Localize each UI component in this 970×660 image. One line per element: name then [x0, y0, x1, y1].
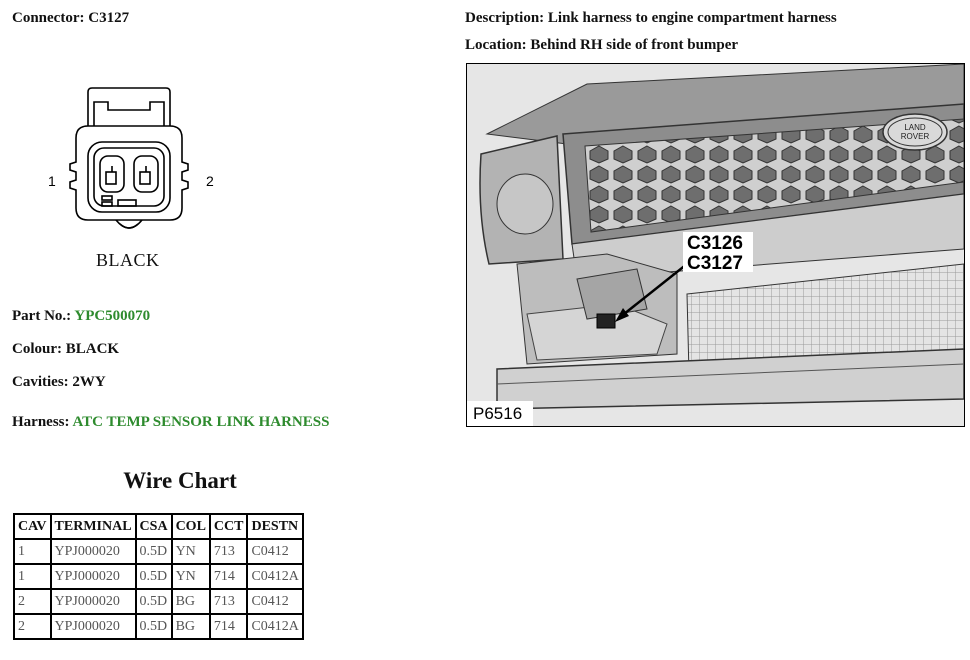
colour-value: BLACK [65, 341, 120, 357]
cell-cav: 1 [13, 538, 52, 565]
cell-destn: C0412 [246, 588, 304, 615]
location-image: LAND ROVER C3126 C3127 P6516 [466, 63, 965, 427]
cell-col: YN [170, 563, 211, 590]
cell-destn: C0412 [246, 538, 304, 565]
part-no-label: Part No.: [12, 308, 72, 324]
cell-terminal: YPJ000020 [49, 588, 137, 615]
cell-csa: 0.5D [134, 588, 173, 615]
cell-col: BG [170, 588, 211, 615]
cavities-value: 2WY [72, 374, 106, 390]
connector-line: Connector: C3127 [12, 10, 129, 27]
table-row: 1 YPJ000020 0.5D YN 713 C0412 [13, 538, 304, 565]
cell-csa: 0.5D [134, 613, 173, 640]
header-destn: DESTN [246, 513, 304, 540]
figure-id: P6516 [473, 404, 522, 423]
harness-line: Harness: ATC TEMP SENSOR LINK HARNESS [12, 414, 329, 431]
cell-cav: 2 [13, 613, 52, 640]
cell-cav: 2 [13, 588, 52, 615]
badge-text-line2: ROVER [901, 132, 930, 141]
cell-destn: C0412A [246, 563, 304, 590]
table-row: 2 YPJ000020 0.5D BG 714 C0412A [13, 613, 304, 640]
cell-cct: 714 [208, 563, 249, 590]
cell-destn: C0412A [246, 613, 304, 640]
part-no-line: Part No.: YPC500070 [12, 308, 150, 325]
header-col: COL [170, 513, 211, 540]
connector-value: C3127 [88, 10, 130, 26]
cell-cct: 713 [208, 588, 249, 615]
pin-1-label: 1 [48, 173, 56, 189]
header-csa: CSA [134, 513, 173, 540]
harness-label: Harness: [12, 414, 70, 430]
pin-2-label: 2 [206, 173, 214, 189]
location-label: Location: [465, 37, 527, 53]
table-row: 1 YPJ000020 0.5D YN 714 C0412A [13, 563, 304, 590]
connector-in-photo [596, 313, 616, 329]
part-no-link[interactable]: YPC500070 [74, 308, 151, 324]
cell-cct: 713 [208, 538, 249, 565]
cell-terminal: YPJ000020 [49, 538, 137, 565]
cell-col: BG [170, 613, 211, 640]
description-line: Description: Link harness to engine comp… [465, 10, 837, 27]
callout-c3126: C3126 [687, 233, 743, 254]
wire-chart-table: CAV TERMINAL CSA COL CCT DESTN 1 YPJ0000… [13, 513, 304, 640]
header-cct: CCT [208, 513, 249, 540]
drawing-caption: BLACK [96, 250, 160, 270]
header-terminal: TERMINAL [49, 513, 137, 540]
cavities-line: Cavities: 2WY [12, 374, 106, 391]
wire-chart-title: Wire Chart [123, 468, 237, 493]
table-row: 2 YPJ000020 0.5D BG 713 C0412 [13, 588, 304, 615]
cell-csa: 0.5D [134, 538, 173, 565]
description-value: Link harness to engine compartment harne… [547, 10, 837, 26]
callout-arrow [618, 263, 688, 319]
location-value: Behind RH side of front bumper [530, 37, 739, 53]
cell-cct: 714 [208, 613, 249, 640]
cell-csa: 0.5D [134, 563, 173, 590]
badge-text-line1: LAND [904, 123, 926, 132]
connector-drawing: 1 2 [40, 82, 230, 257]
connector-label: Connector: [12, 10, 85, 26]
description-label: Description: [465, 10, 545, 26]
colour-label: Colour: [12, 341, 62, 357]
wire-chart-header-row: CAV TERMINAL CSA COL CCT DESTN [13, 513, 304, 540]
callout-c3127: C3127 [687, 253, 743, 274]
cell-cav: 1 [13, 563, 52, 590]
location-line: Location: Behind RH side of front bumper [465, 37, 738, 54]
cell-col: YN [170, 538, 211, 565]
colour-line: Colour: BLACK [12, 341, 119, 358]
harness-link[interactable]: ATC TEMP SENSOR LINK HARNESS [72, 414, 330, 430]
cell-terminal: YPJ000020 [49, 563, 137, 590]
header-cav: CAV [13, 513, 52, 540]
cavities-label: Cavities: [12, 374, 69, 390]
cell-terminal: YPJ000020 [49, 613, 137, 640]
